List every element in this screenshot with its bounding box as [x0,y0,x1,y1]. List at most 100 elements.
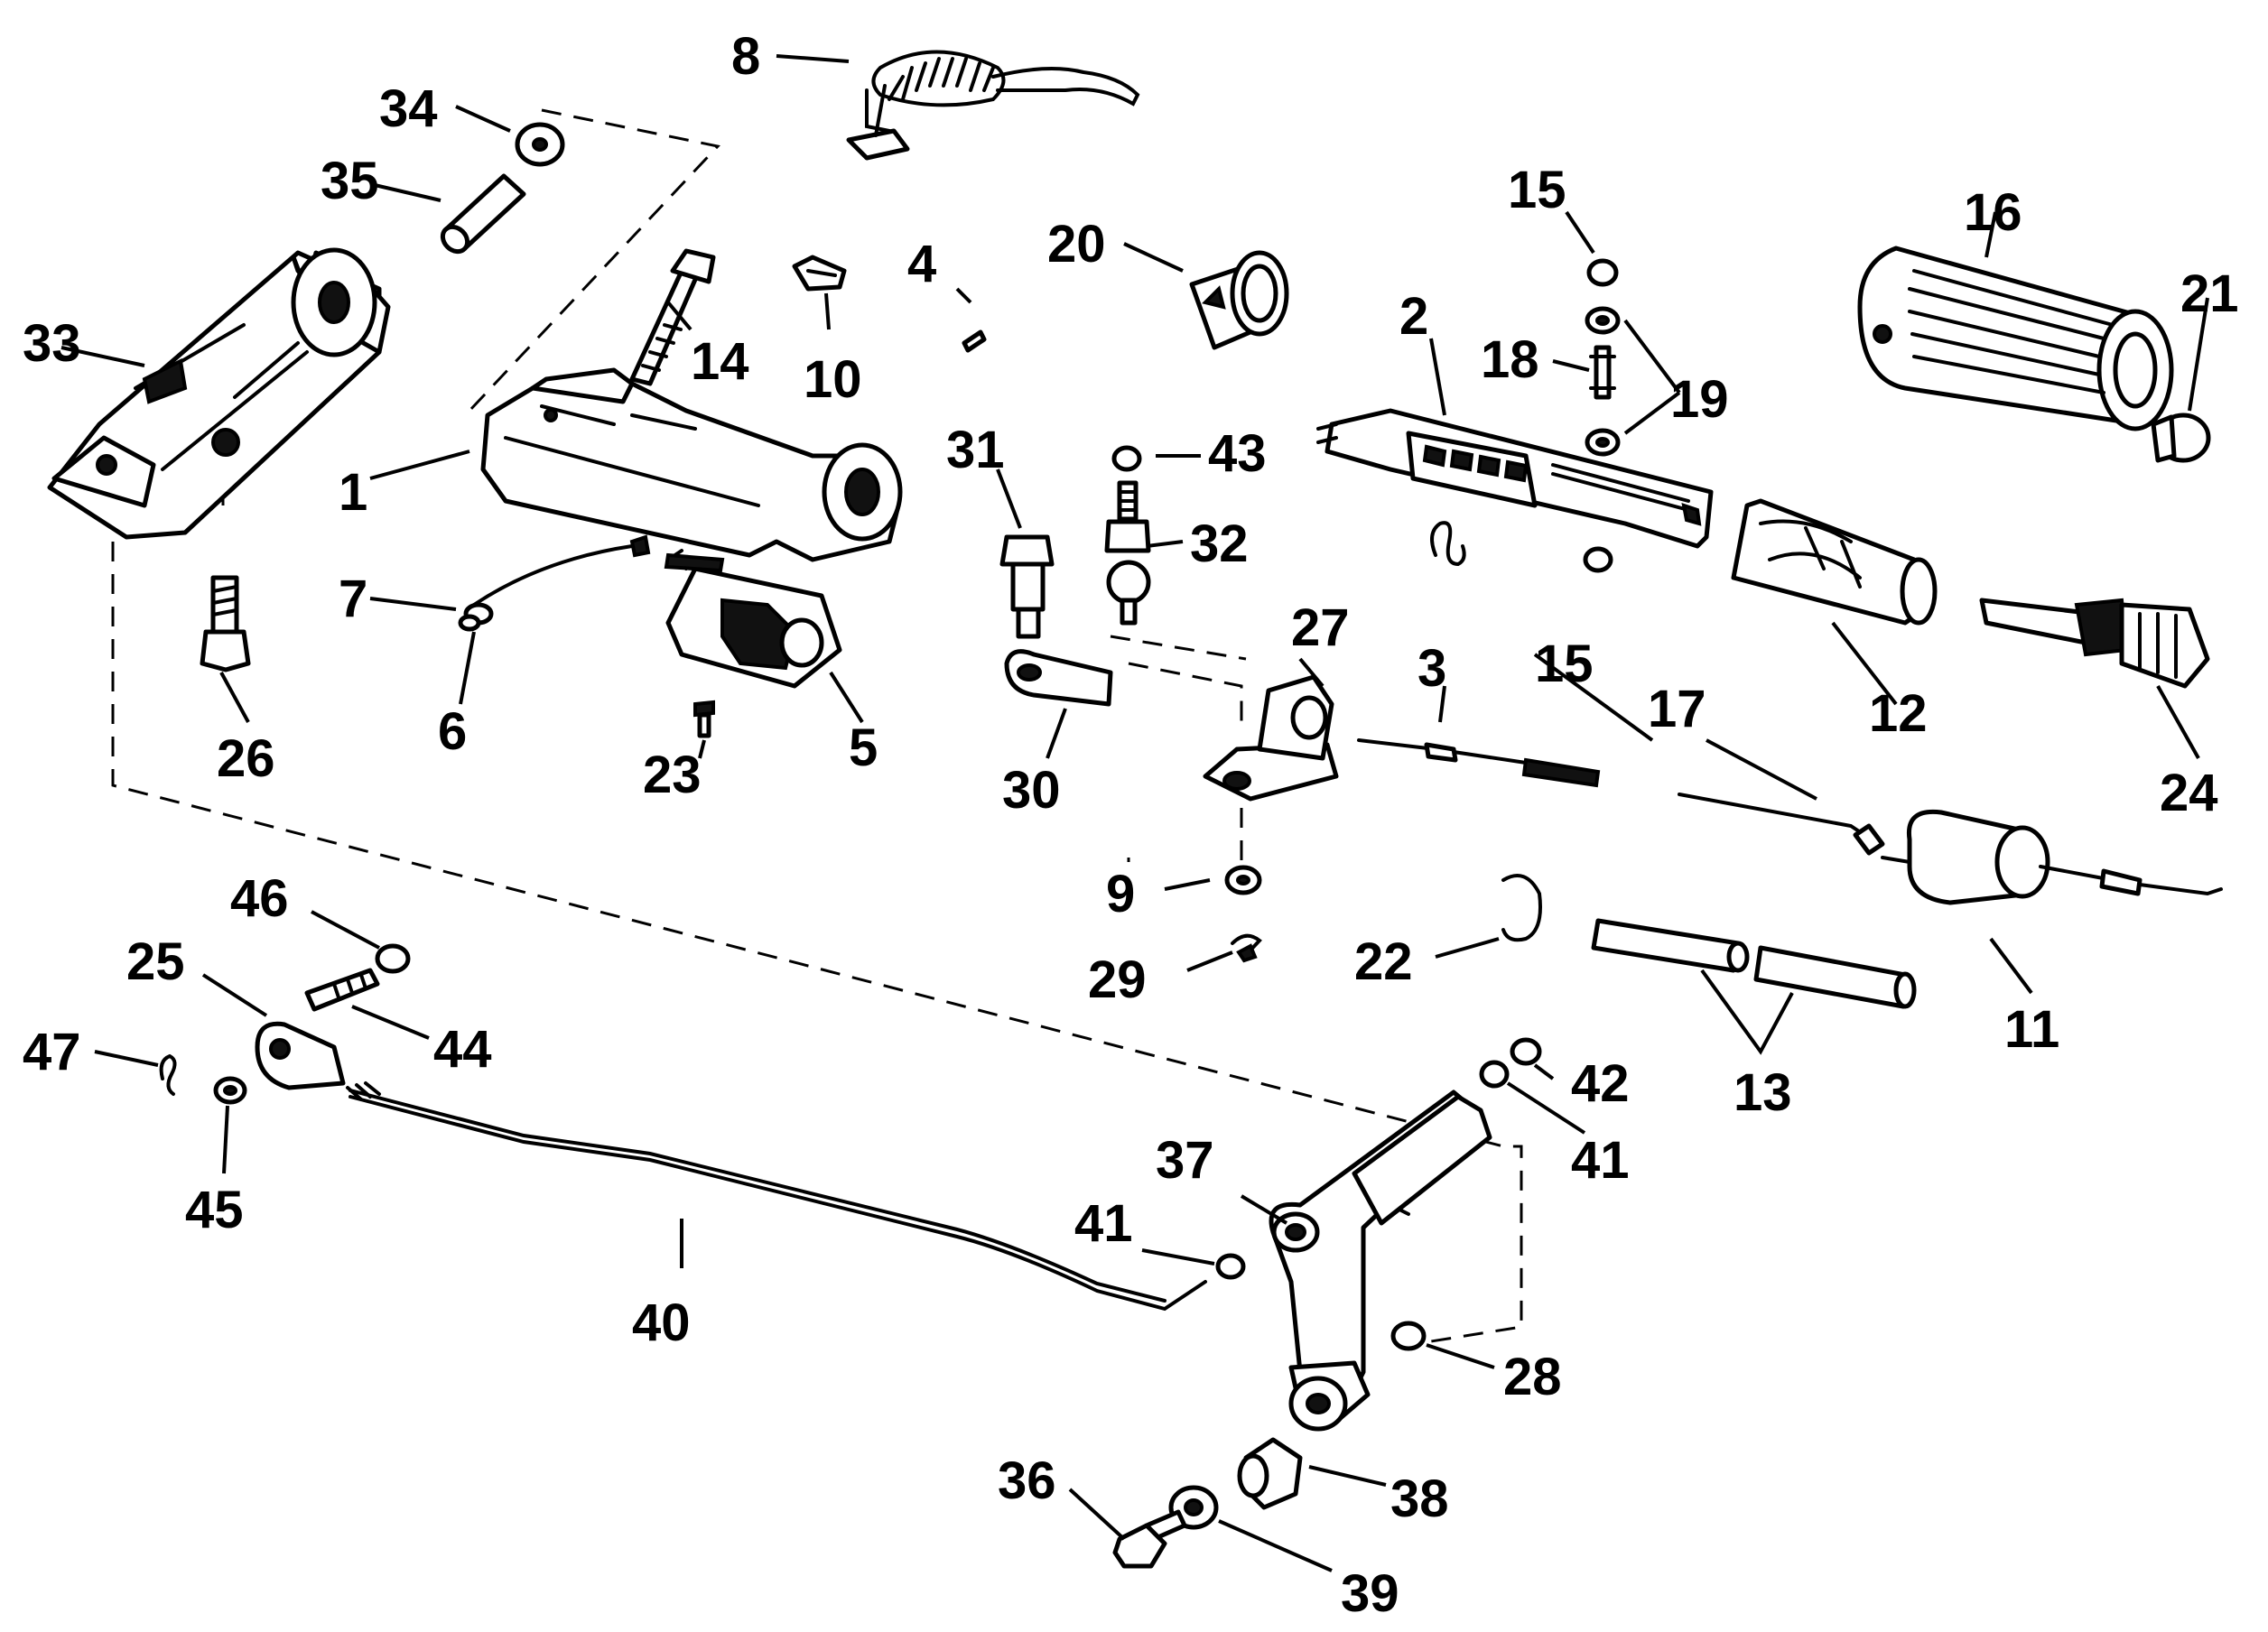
part-8-lanyard [846,50,1140,161]
callout-41-upper: 41 [1571,1131,1630,1190]
part-30-link [1004,649,1113,707]
part-10-clip [792,255,847,292]
part-20-ring [1189,250,1289,350]
callout-11: 11 [2004,1000,2059,1059]
callout-40: 40 [632,1294,691,1352]
part-14-bolt [629,248,716,386]
callout-26: 26 [217,729,275,788]
callout-32: 32 [1190,515,1249,573]
callout-3: 3 [1418,639,1446,698]
part-42-nut [1510,1037,1542,1066]
callout-47: 47 [23,1023,81,1081]
part-9-washer [1224,865,1262,895]
callout-30: 30 [1002,761,1061,820]
callout-42: 42 [1571,1054,1630,1113]
part-27-bracket [1203,674,1339,802]
part-17-cable [1357,738,1885,856]
part-5-switch [664,549,842,689]
callout-17: 17 [1648,680,1706,738]
part-44-stud [304,968,380,1012]
part-13-tube-right [1753,945,1917,1009]
part-35-pin [440,173,526,255]
part-19-nut-top [1585,306,1621,335]
leader-lines [60,54,2209,1572]
callout-7: 7 [339,570,367,628]
part-19-nut-bottom [1585,428,1621,457]
part-37-lever [1269,1090,1492,1432]
callout-1: 1 [339,463,367,522]
callout-18: 18 [1481,330,1539,389]
part-11-cylinder [1881,809,2223,905]
part-1-housing [480,367,903,562]
callout-12: 12 [1869,684,1928,743]
callout-39: 39 [1341,1564,1399,1623]
part-15-nut-bottom [1583,546,1613,573]
callout-20: 20 [1047,215,1106,274]
part-36-bolt [1112,1509,1187,1569]
callout-5: 5 [849,719,878,777]
callout-45: 45 [185,1181,244,1239]
callout-37: 37 [1156,1131,1214,1190]
callout-46: 46 [230,869,289,928]
part-41-nut-upper [1479,1060,1510,1089]
part-7-wire [458,534,651,632]
part-31-bolt [999,534,1055,639]
callout-34: 34 [379,79,438,138]
callout-labels: 8 34 35 33 14 10 4 20 15 16 21 2 18 19 3… [23,27,2239,1623]
part-29-clip [1231,933,1262,963]
callout-22: 22 [1354,932,1413,991]
callout-6: 6 [438,702,467,761]
part-21-cap [2151,413,2211,463]
part-43-nut [1111,445,1142,472]
callout-9: 9 [1106,865,1135,923]
callout-25: 25 [126,932,185,991]
part-45-nut [213,1076,247,1105]
part-28-washer [1390,1321,1427,1351]
callout-15b: 15 [1535,635,1594,693]
part-34-washer [515,122,565,167]
part-41-nut-rod [1215,1253,1246,1280]
part-4-pin [962,329,987,353]
callout-8: 8 [731,27,760,86]
part-2-shaft [1316,408,1714,549]
callout-10: 10 [804,350,862,409]
part-3-spring [1430,521,1466,567]
callout-16: 16 [1964,183,2022,242]
part-23-screw [693,700,715,738]
callout-13: 13 [1734,1063,1792,1122]
callout-19: 19 [1670,370,1729,429]
callout-4: 4 [907,235,936,293]
part-32-ball-stud [1104,480,1151,626]
callout-21: 21 [2180,264,2239,323]
part-18-pin [1589,345,1616,400]
part-26-bolt [200,575,251,672]
part-15-nut-top [1586,258,1619,287]
callout-29: 29 [1088,950,1147,1009]
callout-14: 14 [691,332,749,391]
callout-41-rod: 41 [1074,1194,1133,1253]
callout-43: 43 [1208,424,1267,483]
callout-31: 31 [946,421,1005,479]
callout-33: 33 [23,314,81,373]
part-12-sleeve [1731,498,1938,626]
part-24-knob [1979,598,2210,689]
callout-44: 44 [433,1020,492,1079]
part-22-clip [1501,874,1542,942]
callout-23: 23 [643,746,702,804]
callout-35: 35 [321,152,379,210]
callout-38: 38 [1390,1470,1449,1528]
callout-27: 27 [1291,598,1350,657]
part-47-clip [159,1053,177,1096]
callout-24: 24 [2160,764,2218,822]
callout-36: 36 [998,1451,1056,1510]
part-16-grip [1857,246,2174,431]
part-40-rod [346,1081,1207,1312]
callout-2: 2 [1399,287,1428,346]
callout-15a: 15 [1508,161,1566,219]
part-33-bracket [47,247,391,540]
part-13-tube-left [1591,918,1750,973]
part-38-bushing [1237,1437,1303,1510]
part-25-link [255,1021,346,1090]
part-46-nut [375,943,411,974]
